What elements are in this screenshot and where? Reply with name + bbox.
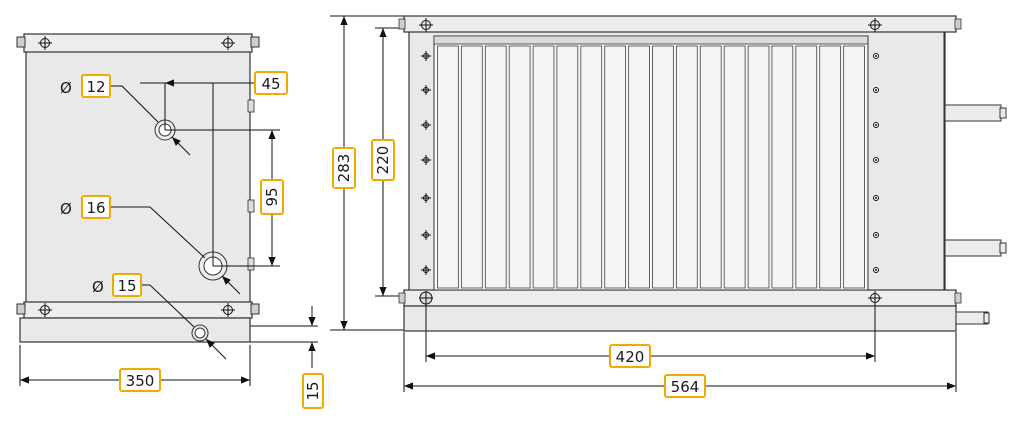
- coil-fin: [723, 45, 746, 289]
- coil-fin: [628, 45, 650, 289]
- diameter-symbol: Ø: [92, 278, 104, 296]
- coil-fins: [437, 45, 865, 289]
- coil-fin: [843, 45, 865, 289]
- coil-fin: [675, 45, 698, 289]
- coil-fin: [747, 45, 770, 289]
- rivet-dot-icon: [873, 232, 879, 238]
- rivet-dot-icon: [873, 267, 879, 273]
- side-view: [16, 33, 318, 386]
- coil-fin: [484, 45, 507, 289]
- rivet-cross-icon: [421, 120, 431, 130]
- dim-label-283: 283: [335, 154, 353, 183]
- diameter-symbol: Ø: [60, 79, 72, 97]
- coil-fin: [819, 45, 842, 289]
- screw-icon: [868, 18, 882, 32]
- dim-label-15-gap: 15: [304, 381, 322, 400]
- front-view: [330, 15, 1007, 392]
- coil-fin: [604, 45, 627, 289]
- coil-fin: [556, 45, 579, 289]
- coil-fin: [795, 45, 818, 289]
- dim-label-220: 220: [374, 146, 392, 175]
- rivet-cross-icon: [421, 155, 431, 165]
- dim-label-12: 12: [86, 78, 105, 96]
- dim-label-15-drain: 15: [117, 277, 136, 295]
- coil-fin: [508, 45, 531, 289]
- screw-icon: [38, 303, 52, 317]
- diameter-symbol: Ø: [60, 200, 72, 218]
- coil-fin: [580, 45, 603, 289]
- screw-icon: [419, 18, 433, 32]
- coil-fin: [699, 45, 722, 289]
- rivet-dot-icon: [873, 53, 879, 59]
- rivet-cross-icon: [421, 51, 431, 61]
- rivet-cross-icon: [421, 85, 431, 95]
- rivet-cross-icon: [421, 193, 431, 203]
- screw-icon: [38, 36, 52, 50]
- dim-label-95: 95: [263, 187, 281, 206]
- coil-fin: [652, 45, 674, 289]
- screw-icon: [221, 36, 235, 50]
- dim-label-420: 420: [616, 348, 645, 366]
- coil-fin: [437, 45, 459, 289]
- rivet-cross-icon: [421, 265, 431, 275]
- rivet-dot-icon: [873, 157, 879, 163]
- screw-icon: [221, 303, 235, 317]
- coil-fin: [460, 45, 483, 289]
- rivet-dot-icon: [873, 87, 879, 93]
- rivets: [421, 51, 879, 275]
- dim-label-45: 45: [261, 75, 280, 93]
- coil-fin: [771, 45, 794, 289]
- coil-fin: [532, 45, 555, 289]
- rivet-dot-icon: [873, 122, 879, 128]
- rivet-cross-icon: [421, 230, 431, 240]
- rivet-dot-icon: [873, 195, 879, 201]
- dim-label-16: 16: [86, 199, 105, 217]
- screw-icon: [868, 291, 882, 305]
- dim-label-350: 350: [126, 372, 155, 390]
- dim-label-564: 564: [671, 378, 700, 396]
